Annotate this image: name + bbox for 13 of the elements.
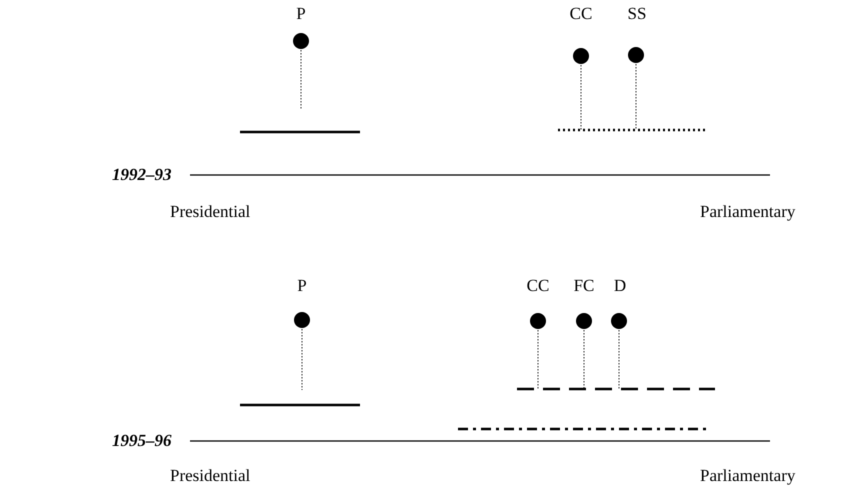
- marker-label: CC: [570, 4, 592, 24]
- period-label: 1992–93: [112, 165, 172, 185]
- marker-label: FC: [574, 276, 594, 296]
- scale-end-label: Presidential: [170, 466, 250, 486]
- marker-label: CC: [526, 276, 550, 296]
- marker-label: SS: [628, 4, 646, 24]
- marker-label: P: [297, 276, 307, 296]
- marker-label: P: [296, 4, 306, 24]
- period-label: 1995–96: [112, 431, 172, 451]
- scale-end-label: Parliamentary: [700, 202, 796, 222]
- scale-end-label: Parliamentary: [700, 466, 796, 486]
- scale-end-label: Presidential: [170, 202, 250, 222]
- marker-label: D: [614, 276, 626, 296]
